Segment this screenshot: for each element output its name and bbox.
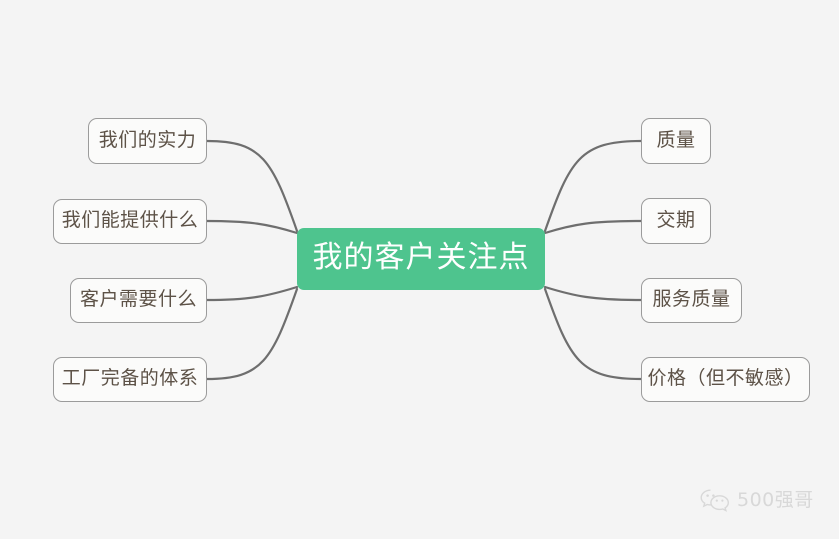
branch-node-right-3[interactable]: 价格（但不敏感） [641,357,810,402]
connector-right-1 [543,219,643,235]
watermark-text: 500强哥 [737,488,814,511]
branch-node-left-2[interactable]: 客户需要什么 [70,278,207,323]
branch-node-right-0[interactable]: 质量 [641,118,711,164]
connector-right-3 [543,287,643,381]
connector-left-2 [205,285,299,302]
branch-node-label: 质量 [656,128,696,151]
branch-node-label: 工厂完备的体系 [61,367,199,389]
branch-node-right-2[interactable]: 服务质量 [641,278,742,323]
wechat-icon [700,489,730,512]
branch-node-label: 交期 [656,208,696,231]
branch-node-label: 价格（但不敏感） [647,367,804,389]
branch-node-left-0[interactable]: 我们的实力 [88,118,207,164]
watermark: 500强哥 [700,488,814,514]
branch-node-left-3[interactable]: 工厂完备的体系 [53,357,207,402]
branch-node-label: 客户需要什么 [79,288,197,310]
connector-right-0 [543,139,643,233]
branch-node-right-1[interactable]: 交期 [641,198,711,244]
connector-left-3 [205,287,299,381]
branch-node-left-1[interactable]: 我们能提供什么 [53,199,207,244]
connector-right-2 [543,285,643,302]
central-node[interactable]: 我的客户关注点 [297,228,545,290]
branch-node-label: 我们能提供什么 [61,209,199,231]
central-node-label: 我的客户关注点 [312,239,530,275]
connector-left-0 [205,139,299,233]
branch-node-label: 我们的实力 [98,128,197,151]
connector-left-1 [205,219,299,235]
branch-node-label: 服务质量 [652,288,731,310]
